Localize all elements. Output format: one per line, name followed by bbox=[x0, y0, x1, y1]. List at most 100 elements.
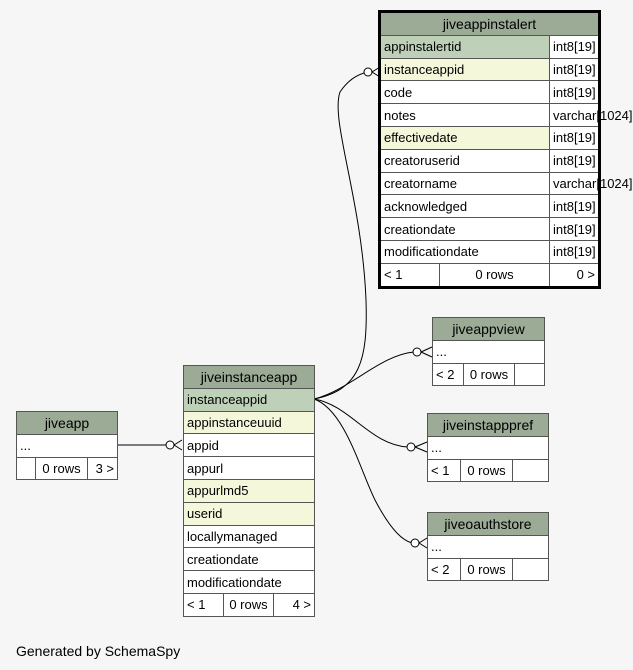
table-footer: < 1 0 rows bbox=[427, 458, 550, 483]
table-jiveinstapppref[interactable]: jiveinstapppref ... < 1 0 rows bbox=[426, 413, 550, 483]
table-row: locallymanaged bbox=[182, 524, 316, 549]
table-title[interactable]: jiveinstapppref bbox=[426, 413, 550, 437]
crowfoot-mark bbox=[414, 441, 428, 453]
parents-count[interactable]: < 2 bbox=[427, 557, 461, 582]
crowfoot-mark bbox=[173, 439, 183, 451]
table-row: modificationdate bbox=[182, 570, 316, 594]
row-count: 0 rows bbox=[463, 362, 515, 387]
table-footer: 0 rows 3 > bbox=[16, 456, 118, 481]
edge-instanceapp-to-appinstalert bbox=[313, 71, 369, 400]
table-title[interactable]: jiveinstanceapp bbox=[182, 365, 316, 389]
column-name: appurl bbox=[182, 456, 316, 480]
table-row: appid bbox=[182, 433, 316, 458]
generated-by-footer: Generated by SchemaSpy bbox=[16, 643, 181, 659]
column-name: appinstalertid bbox=[380, 34, 550, 59]
column-type: varchar[1024] bbox=[548, 171, 633, 196]
table-footer: < 2 0 rows bbox=[432, 362, 546, 387]
edge-end-circle bbox=[410, 538, 420, 548]
column-type: int8[19] bbox=[548, 125, 600, 150]
column-name: creationdate bbox=[182, 547, 316, 572]
column-name: instanceappid bbox=[380, 57, 550, 82]
column-name: creatorname bbox=[380, 171, 550, 196]
column-type: int8[19] bbox=[548, 80, 600, 105]
table-row: appurlmd5 bbox=[182, 478, 316, 503]
column-placeholder: ... bbox=[426, 435, 550, 460]
row-count: 0 rows bbox=[223, 592, 274, 617]
crowfoot-mark bbox=[420, 346, 433, 358]
table-title[interactable]: jiveappview bbox=[431, 317, 546, 341]
column-name: acknowledged bbox=[380, 194, 550, 219]
table-row: ... bbox=[427, 534, 549, 559]
row-count: 0 rows bbox=[460, 557, 513, 582]
parents-count[interactable]: < 1 bbox=[381, 263, 440, 286]
edge-instanceapp-to-oauthstore bbox=[313, 398, 413, 544]
column-name: appid bbox=[182, 433, 316, 458]
edge-end-circle bbox=[412, 347, 422, 357]
edge-end-circle bbox=[406, 442, 416, 452]
column-name: appurlmd5 bbox=[182, 478, 316, 503]
column-type: int8[19] bbox=[548, 194, 600, 219]
column-name: notes bbox=[380, 103, 550, 127]
column-placeholder: ... bbox=[16, 433, 118, 458]
relationship-edges bbox=[118, 66, 433, 549]
table-jiveinstanceapp[interactable]: jiveinstanceapp instanceappid appinstanc… bbox=[182, 365, 316, 617]
children-count[interactable] bbox=[513, 362, 546, 387]
crowfoot-mark bbox=[418, 537, 428, 549]
table-row: ... bbox=[426, 435, 550, 460]
children-count[interactable]: 0 > bbox=[548, 262, 600, 287]
table-jiveapp[interactable]: jiveapp ... 0 rows 3 > bbox=[16, 411, 118, 481]
parents-count[interactable]: < 1 bbox=[427, 458, 461, 483]
row-count: 0 rows bbox=[460, 458, 513, 483]
column-name: modificationdate bbox=[380, 239, 550, 264]
children-count[interactable] bbox=[512, 557, 549, 582]
table-row: appinstanceuuid bbox=[182, 410, 316, 435]
table-row: instanceappid bbox=[182, 387, 316, 412]
column-type: int8[19] bbox=[548, 57, 600, 82]
column-type: int8[19] bbox=[548, 217, 600, 241]
parents-count[interactable]: < 1 bbox=[183, 592, 224, 617]
column-name: creatoruserid bbox=[380, 148, 550, 173]
column-name: modificationdate bbox=[182, 570, 316, 594]
table-jiveoauthstore[interactable]: jiveoauthstore ... < 2 0 rows bbox=[427, 512, 549, 582]
crowfoot-mark bbox=[371, 66, 381, 78]
table-row: userid bbox=[182, 501, 316, 526]
column-name: userid bbox=[182, 501, 316, 526]
table-footer: < 1 0 rows 0 > bbox=[380, 262, 600, 287]
edge-instanceapp-to-appview bbox=[313, 351, 415, 400]
column-placeholder: ... bbox=[427, 534, 549, 559]
column-type: int8[19] bbox=[548, 34, 600, 59]
children-count[interactable]: 4 > bbox=[272, 592, 316, 617]
column-name: appinstanceuuid bbox=[182, 410, 316, 435]
column-type: varchar[1024] bbox=[548, 103, 633, 127]
table-title[interactable]: jiveapp bbox=[16, 411, 118, 435]
edge-end-circle bbox=[165, 440, 175, 450]
column-name: locallymanaged bbox=[182, 524, 316, 549]
children-count[interactable]: 3 > bbox=[87, 456, 118, 481]
table-row: ... bbox=[16, 433, 118, 458]
table-jiveappview[interactable]: jiveappview ... < 2 0 rows bbox=[431, 317, 546, 387]
column-name: effectivedate bbox=[380, 125, 550, 150]
parents-count[interactable]: < 2 bbox=[432, 362, 464, 387]
table-footer: < 2 0 rows bbox=[427, 557, 549, 582]
edge-instanceapp-to-instapppref bbox=[313, 398, 409, 448]
table-row: ... bbox=[431, 339, 546, 364]
table-title[interactable]: jiveappinstalert bbox=[379, 12, 600, 36]
parents-count[interactable] bbox=[16, 456, 36, 481]
edge-end-circle bbox=[363, 67, 373, 77]
children-count[interactable] bbox=[511, 458, 550, 483]
table-footer: < 1 0 rows 4 > bbox=[183, 592, 316, 617]
table-title[interactable]: jiveoauthstore bbox=[427, 512, 549, 536]
table-row: creationdate bbox=[182, 547, 316, 572]
column-name: code bbox=[380, 80, 550, 105]
